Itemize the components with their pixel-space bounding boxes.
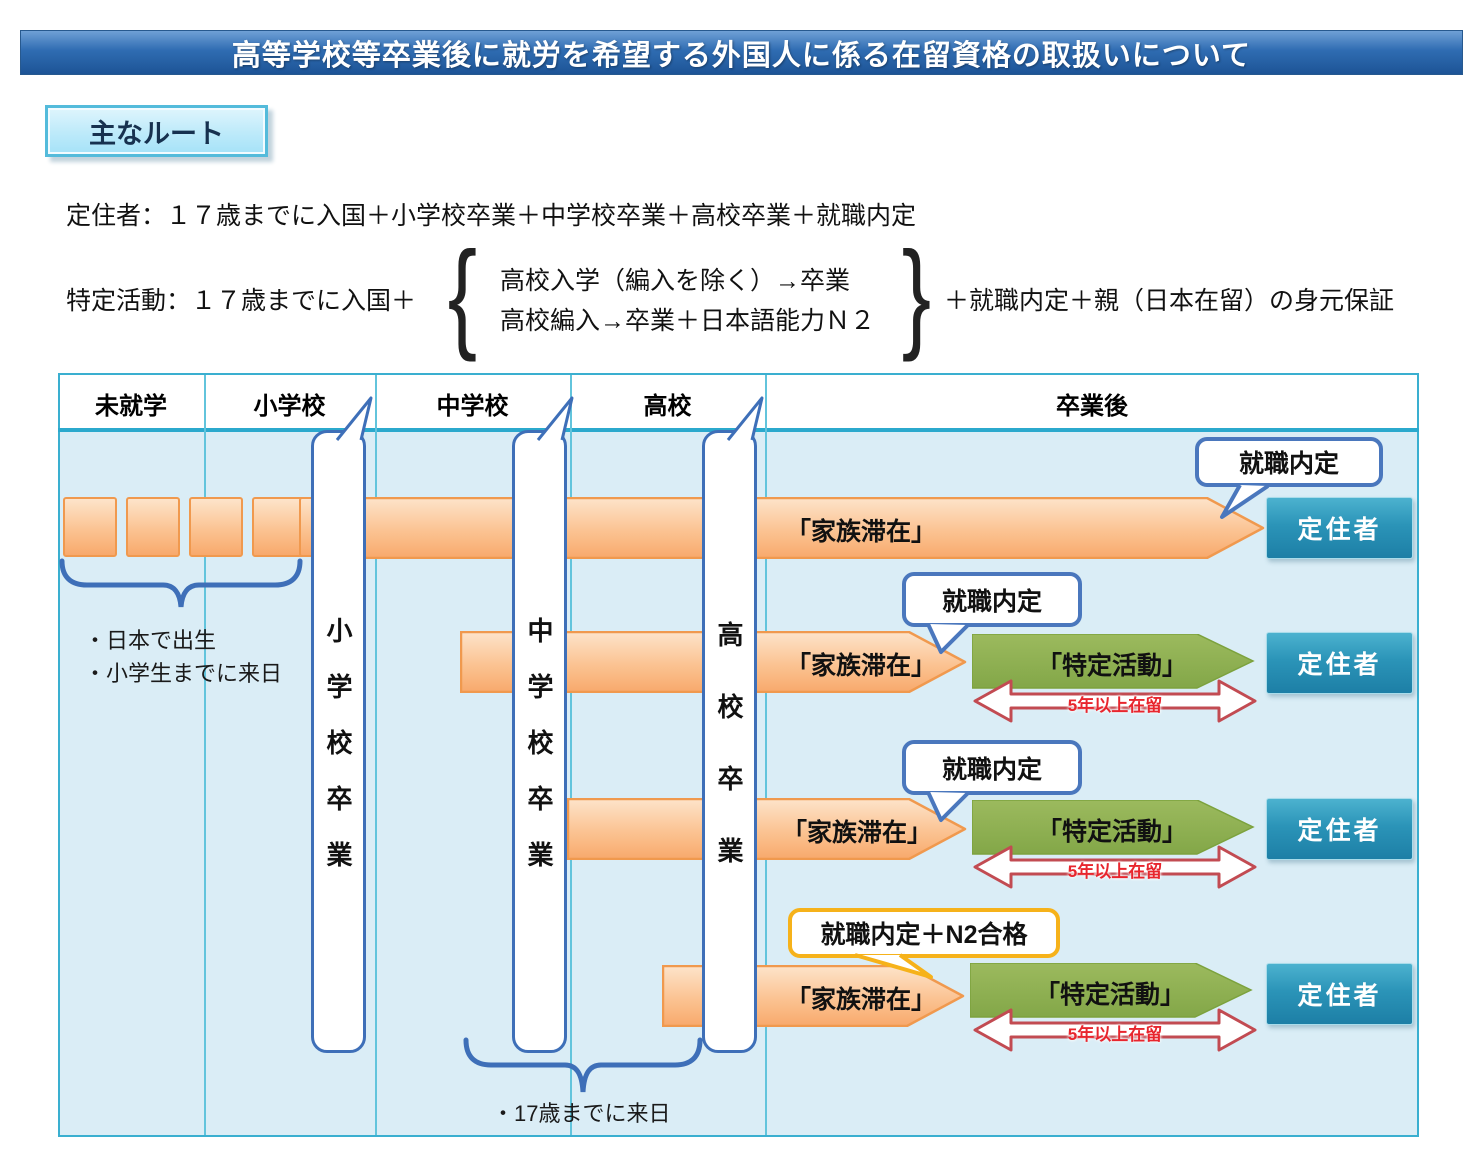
- bubble-label-row3: 就職内定: [941, 755, 1042, 784]
- result-label-row1: 定住者: [1297, 516, 1382, 544]
- result-box-row3: 定住者: [1266, 798, 1413, 860]
- five-year-label-row3: 5年以上在留: [1067, 862, 1163, 881]
- milestone-label-highschool: 高校卒業: [714, 620, 744, 909]
- route-teijusha-line: 定住者：１７歳までに入国＋小学校卒業＋中学校卒業＋高校卒業＋就職内定: [66, 202, 917, 230]
- five-year-label-row4: 5年以上在留: [1067, 1025, 1163, 1044]
- column-line-4: [765, 375, 767, 1135]
- result-label-row3: 定住者: [1297, 817, 1382, 845]
- column-line-2: [375, 375, 377, 1135]
- result-box-row4: 定住者: [1266, 963, 1413, 1025]
- brace-close: }: [901, 226, 932, 362]
- tokutei-label-row2: 「特定活動」: [1036, 652, 1187, 680]
- milestone-label-elementary: 小学校卒業: [323, 616, 353, 897]
- note-arrive-by-elementary: ・小学生までに来日: [84, 661, 283, 686]
- col-header-highschool: 高校: [643, 392, 692, 420]
- milestone-bar-elementary: 小学校卒業: [311, 430, 366, 1053]
- main-routes-badge: 主なルート: [45, 105, 268, 157]
- family-stay-label-row1: 「家族滞在」: [786, 518, 937, 546]
- brace-open: {: [447, 226, 478, 362]
- tokutei-label-row3: 「特定活動」: [1036, 818, 1187, 846]
- bubble-label-row2: 就職内定: [941, 587, 1042, 616]
- page-title: 高等学校等卒業後に就労を希望する外国人に係る在留資格の取扱いについて: [231, 39, 1252, 72]
- family-stay-arrow-row3: [567, 798, 967, 860]
- route-tokutei-option2: 高校編入→卒業＋日本語能力Ｎ２: [500, 307, 876, 335]
- col-header-elementary: 小学校: [253, 392, 326, 420]
- tokutei-arrow-row4: [970, 963, 1253, 1018]
- preschool-year-square: [252, 497, 306, 557]
- route-tokutei-option1: 高校入学（編入を除く）→卒業: [500, 267, 851, 295]
- tokutei-label-row4: 「特定活動」: [1034, 981, 1185, 1009]
- column-line-1: [204, 375, 206, 1135]
- bubble-job-offer-row1: 就職内定: [1195, 437, 1383, 487]
- result-box-row2: 定住者: [1266, 632, 1413, 694]
- note-arrive-by-17: ・17歳までに来日: [492, 1101, 671, 1126]
- family-stay-label-row3: 「家族滞在」: [782, 819, 933, 847]
- milestone-label-juniorhigh: 中学校卒業: [524, 616, 554, 897]
- five-year-arrow-row2: [973, 679, 1257, 723]
- tokutei-arrow-row2: [972, 634, 1255, 689]
- main-routes-label: 主なルート: [89, 118, 224, 149]
- note-born-in-japan: ・日本で出生: [84, 628, 217, 653]
- result-box-row1: 定住者: [1266, 497, 1413, 559]
- result-label-row2: 定住者: [1297, 651, 1382, 679]
- bubble-label-row4: 就職内定＋N2合格: [820, 921, 1028, 949]
- milestone-bar-juniorhigh: 中学校卒業: [512, 430, 567, 1053]
- result-label-row4: 定住者: [1297, 982, 1382, 1010]
- bubble-label-row1: 就職内定: [1238, 450, 1339, 478]
- five-year-arrow-row4: [973, 1008, 1257, 1052]
- bubble-job-offer-row3: 就職内定: [902, 740, 1082, 795]
- col-header-aftergrad: 卒業後: [1056, 392, 1128, 420]
- family-stay-label-row2: 「家族滞在」: [786, 652, 937, 680]
- bubble-job-offer-row2: 就職内定: [902, 572, 1082, 627]
- tokutei-arrow-row3: [972, 800, 1255, 855]
- preschool-year-square: [189, 497, 243, 557]
- milestone-bar-highschool: 高校卒業: [702, 430, 757, 1053]
- preschool-year-square: [126, 497, 180, 557]
- route-tokutei-suffix: ＋就職内定＋親（日本在留）の身元保証: [944, 287, 1395, 315]
- col-header-juniorhigh: 中学校: [436, 392, 509, 420]
- route-tokutei-prefix: 特定活動：１７歳までに入国＋: [66, 287, 417, 315]
- preschool-year-square: [63, 497, 117, 557]
- five-year-label-row2: 5年以上在留: [1067, 696, 1163, 715]
- col-header-preschool: 未就学: [95, 392, 167, 420]
- bubble-job-offer-n2-row4: 就職内定＋N2合格: [788, 908, 1060, 958]
- five-year-arrow-row3: [973, 845, 1257, 889]
- family-stay-label-row4: 「家族滞在」: [786, 986, 937, 1014]
- column-line-3: [570, 375, 572, 1135]
- page-title-bar: 高等学校等卒業後に就労を希望する外国人に係る在留資格の取扱いについて: [20, 30, 1463, 75]
